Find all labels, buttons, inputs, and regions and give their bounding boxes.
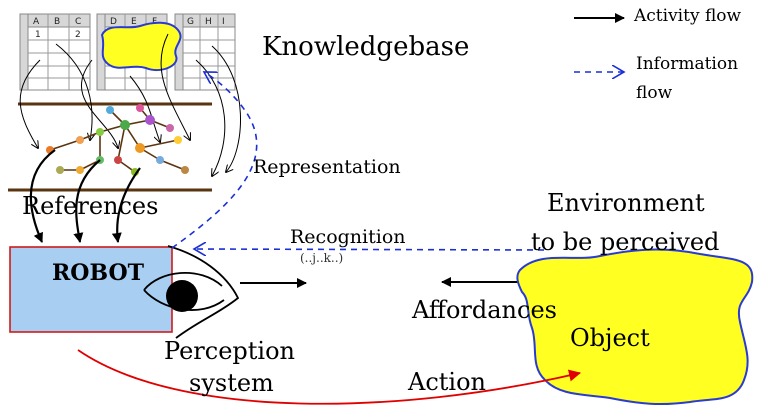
representation-information-arrow [171, 72, 258, 249]
legend-activity-flow-label: Activity flow [634, 6, 742, 26]
table-cell: 2 [75, 30, 81, 40]
knowledgebase-label: Knowledgebase [262, 32, 470, 62]
action-arrow [77, 349, 581, 405]
table-header: D [110, 17, 117, 27]
representation-label: Representation [253, 156, 401, 178]
object-label: Object [570, 324, 650, 352]
references-label: References [22, 192, 159, 220]
object-blob [516, 248, 754, 406]
knowledgebase-table-ghi: G H I [174, 13, 236, 91]
table-header: E [131, 17, 137, 27]
table-header: A [33, 17, 40, 27]
knowledge-network [46, 104, 189, 176]
environment-label: Environment [547, 189, 705, 217]
robot-label: ROBOT [52, 260, 144, 286]
knowledge-blob [100, 21, 182, 72]
affordances-label: Affordances [412, 296, 557, 324]
table-header: G [187, 17, 194, 27]
table-header: H [205, 17, 212, 27]
environment-label-line2: to be perceived [531, 228, 720, 256]
legend-information-flow-label: Information [636, 54, 739, 74]
perception-system-label-line2: system [189, 369, 274, 397]
knowledgebase-table-abc: A B C 1 2 [19, 13, 91, 91]
table-cell: 1 [35, 30, 41, 40]
legend-information-flow-label-line2: flow [636, 83, 673, 103]
perception-system-label: Perception [164, 337, 295, 365]
recognition-information-arrow [194, 249, 545, 250]
table-to-network-arrows [19, 33, 242, 176]
table-header: C [75, 17, 81, 27]
recognition-label: Recognition [290, 226, 406, 248]
table-header: I [222, 17, 225, 27]
action-label: Action [408, 368, 486, 396]
recognition-sub-label: (..j..k..) [300, 251, 344, 265]
table-header: B [54, 17, 60, 27]
legend [574, 13, 624, 72]
reference-arrows [29, 149, 141, 243]
